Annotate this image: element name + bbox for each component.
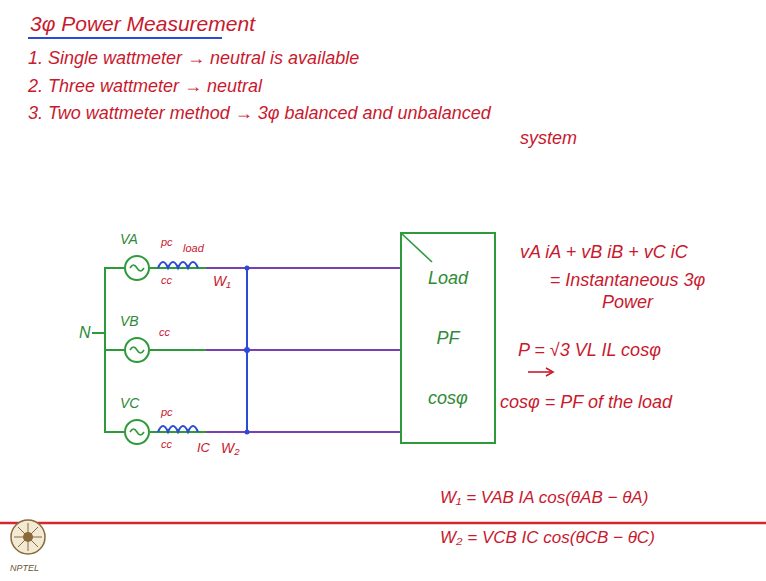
neutral-lead [92, 332, 105, 334]
note-label: load [182, 242, 205, 255]
title: 3φ Power Measurement [30, 11, 255, 36]
box-text: cosφ [428, 388, 468, 409]
note-label: = Instantaneous 3φ Power [530, 270, 725, 313]
logo [11, 520, 45, 554]
note-label: cc [158, 326, 171, 339]
note-label: P = √3 VL IL cosφ [518, 340, 661, 362]
pointer-arrow [528, 371, 552, 373]
source-symbol [124, 419, 150, 445]
note-label: pc [160, 236, 174, 249]
source-circle: VC [124, 419, 150, 445]
source-symbol [124, 337, 150, 363]
red-rule [0, 522, 766, 525]
note-label: 1. Single wattmeter → neutral is availab… [28, 48, 359, 70]
current-coil [158, 426, 198, 432]
note-label: cc [160, 438, 173, 451]
wire-connector [105, 350, 124, 432]
ac-tilde [130, 265, 144, 271]
box-text: Load [428, 268, 468, 289]
note-label: vA iA + vB iB + vC iC [520, 242, 688, 264]
source-circle: VB [124, 337, 150, 363]
current-coil [158, 262, 198, 268]
junction-dot [244, 347, 250, 353]
note-label: W₂ = VCB IC cos(θCB − θC) [440, 528, 655, 548]
load-box: LoadPF cosφ [400, 232, 496, 444]
pressure-coil-lead [246, 350, 248, 432]
note-label: pc [160, 406, 174, 419]
note-label: system [520, 128, 577, 150]
source-circle: VA [124, 255, 150, 281]
note-label: cc [160, 274, 173, 287]
note-label: IC [196, 440, 211, 456]
logo-rays [14, 523, 42, 551]
note-label: 3. Two wattmeter method → 3φ balanced an… [28, 103, 491, 125]
note-label: W₁ = VAB IA cos(θAB − θA) [440, 488, 648, 508]
pointer-arrow-head [546, 368, 553, 376]
source-outline [125, 338, 149, 362]
note-label: N [78, 323, 92, 342]
junction-dot [245, 266, 250, 271]
source-outline [125, 420, 149, 444]
note-label: cosφ = PF of the load [500, 392, 672, 414]
corner-diagonal [402, 234, 432, 262]
source-label: VA [120, 231, 138, 247]
ac-tilde [130, 429, 144, 435]
note-label: W₂ [220, 440, 241, 457]
source-label: VC [120, 395, 139, 411]
note-label: NPTEL [10, 563, 39, 574]
box-text: PF [436, 328, 459, 349]
wire-connector [150, 349, 400, 351]
title-underline [28, 37, 222, 39]
ac-tilde [130, 347, 144, 353]
wire [150, 349, 206, 351]
source-symbol [124, 255, 150, 281]
note-label: W₁ [212, 273, 232, 290]
source-label: VB [120, 313, 139, 329]
note-label: 2. Three wattmeter → neutral [28, 76, 262, 98]
source-outline [125, 256, 149, 280]
pressure-coil-lead [246, 268, 248, 350]
wire-connector [105, 268, 124, 350]
junction-dot [245, 430, 250, 435]
logo-hub [23, 532, 33, 542]
